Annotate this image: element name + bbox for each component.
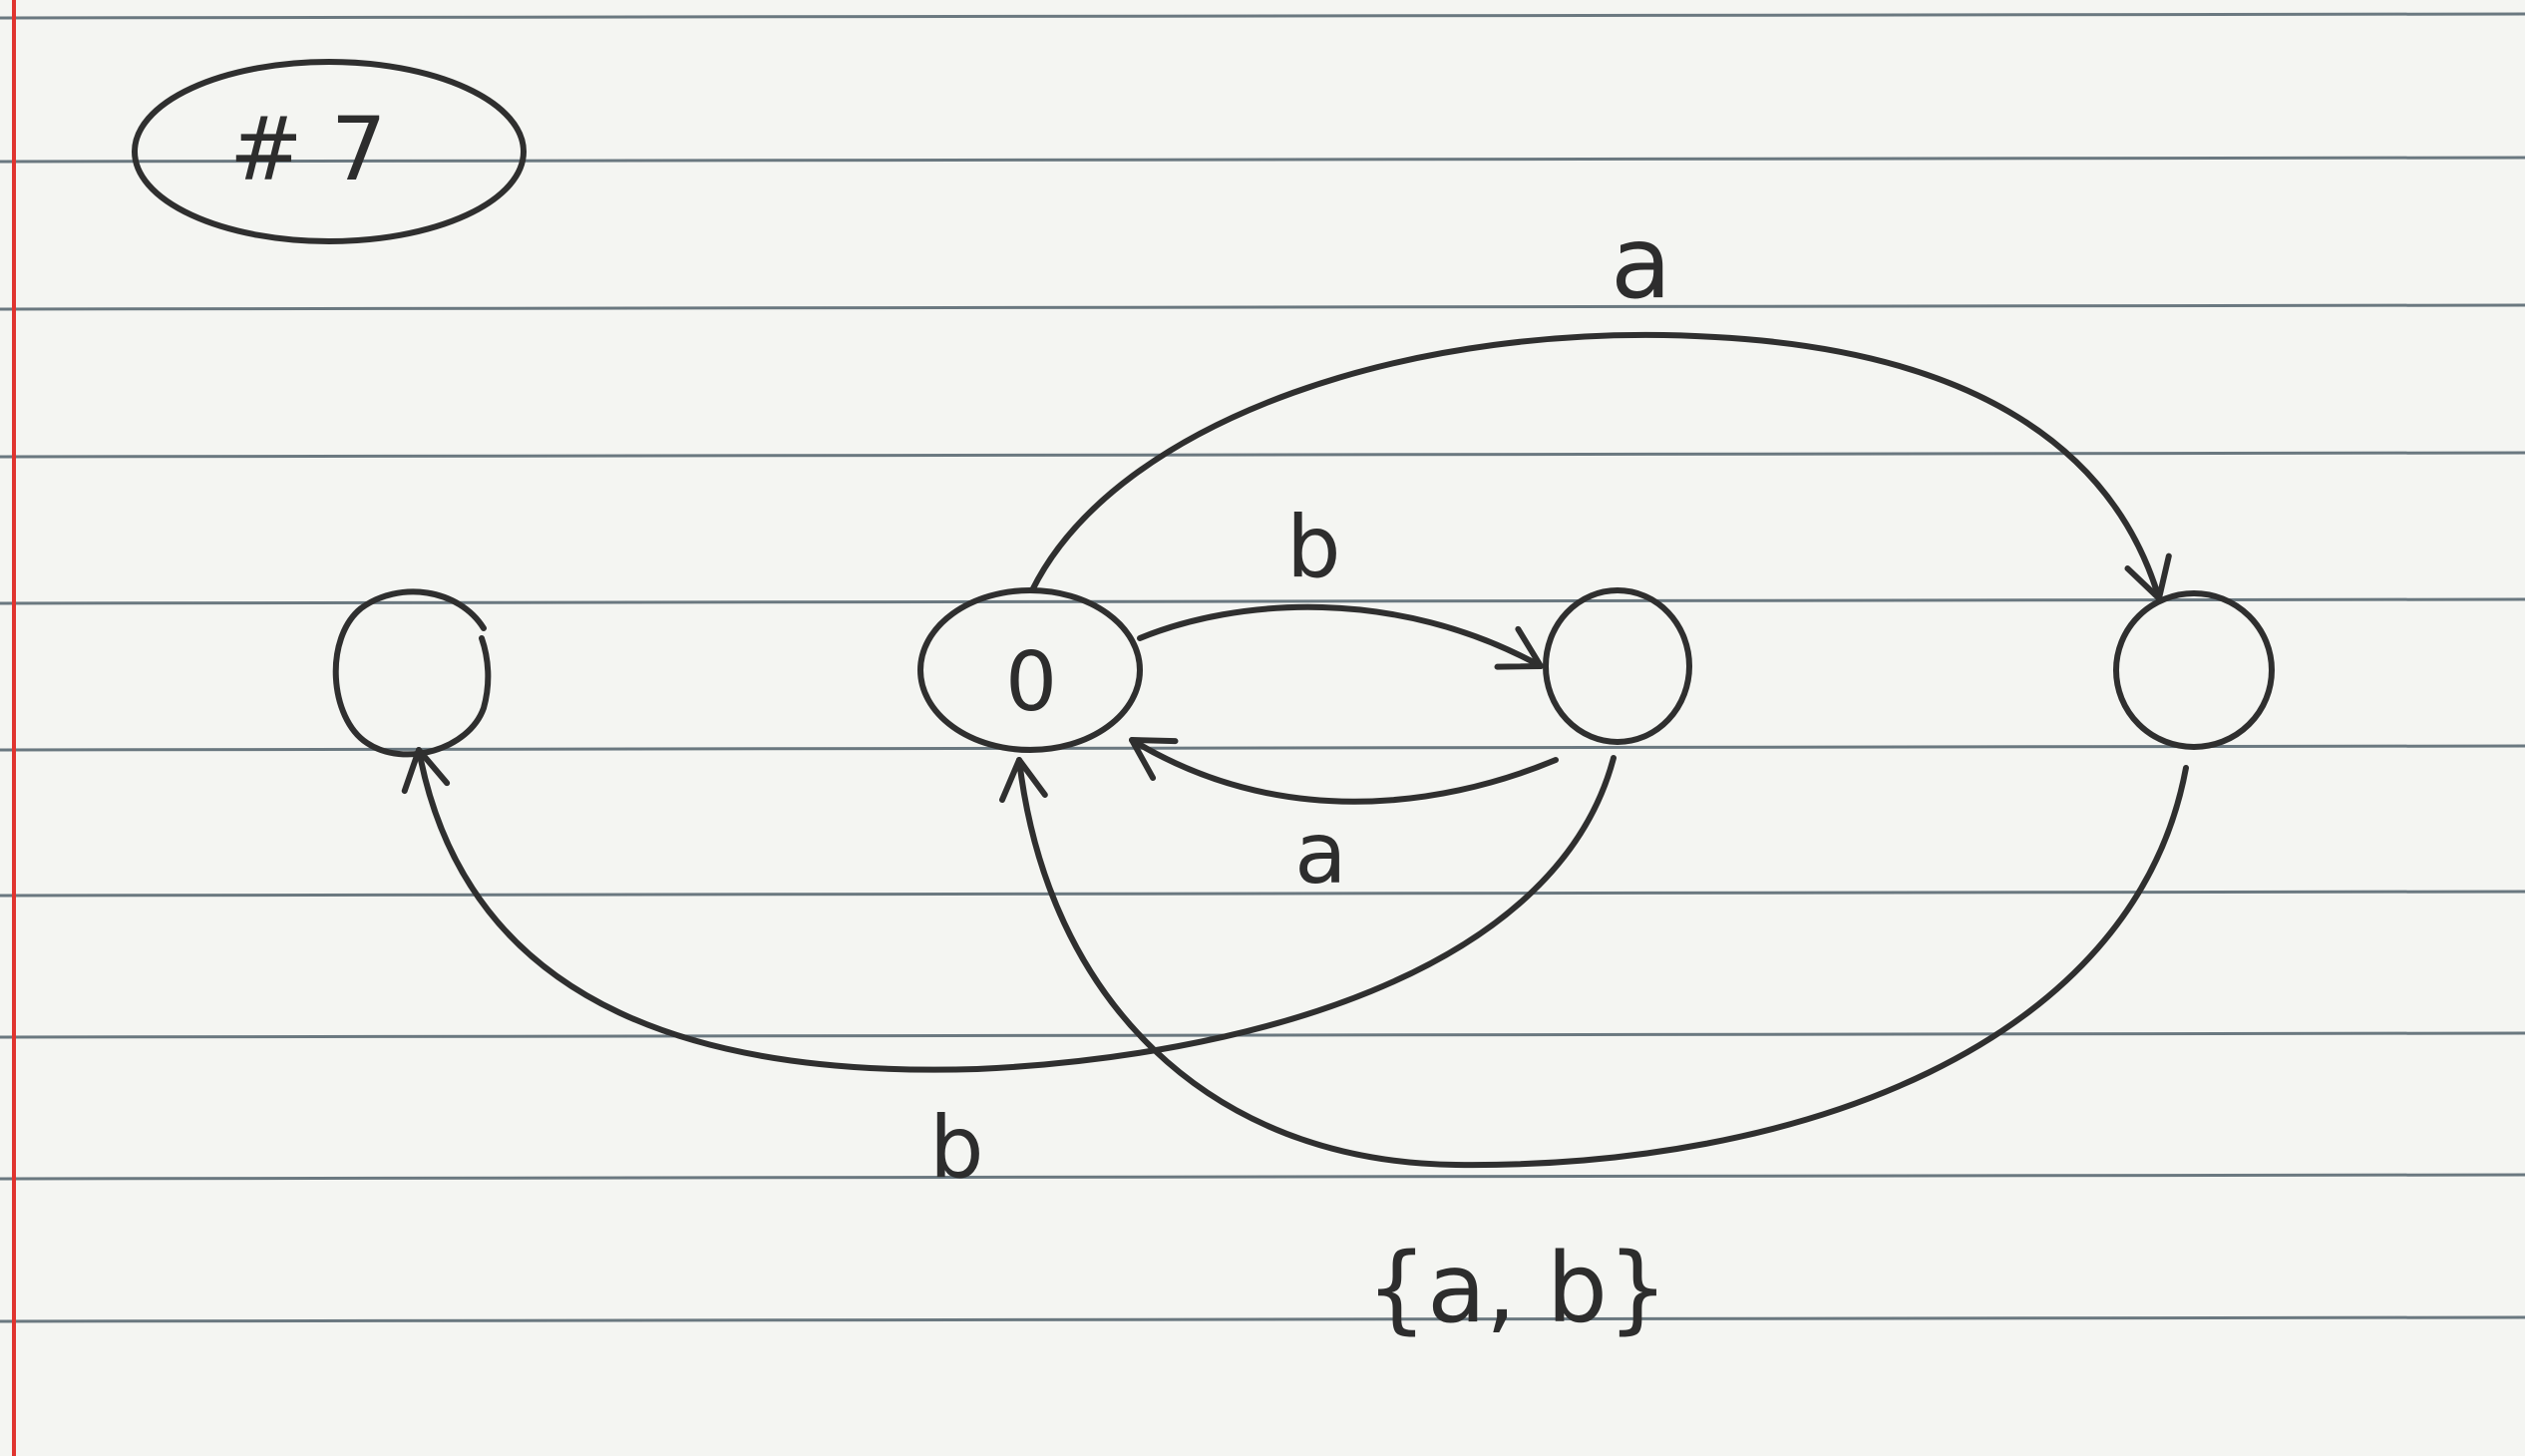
state-start: 0 [917, 587, 1143, 753]
problem-number-text: # 7 [229, 98, 387, 200]
transition-label-b-lower: b [929, 1098, 984, 1198]
transition-label-a-top: a [1611, 204, 1671, 321]
transition-label-b-upper: b [1286, 498, 1341, 597]
transition-label-a-lower: a [1294, 804, 1347, 904]
transition-right-to-start: {a, b} [999, 757, 2189, 1344]
state-middle [1543, 587, 1692, 745]
state-start-label: 0 [1005, 635, 1057, 730]
transition-start-to-right: a [1029, 204, 2172, 601]
state-left [332, 588, 492, 758]
problem-number: # 7 [132, 59, 527, 244]
transition-middle-to-left: b [401, 747, 1617, 1198]
transition-middle-to-start: a [1129, 737, 1559, 904]
state-right [2113, 590, 2275, 750]
transition-label-a-b: {a, b} [1366, 1233, 1668, 1344]
transition-start-to-middle: b [1137, 498, 1544, 670]
